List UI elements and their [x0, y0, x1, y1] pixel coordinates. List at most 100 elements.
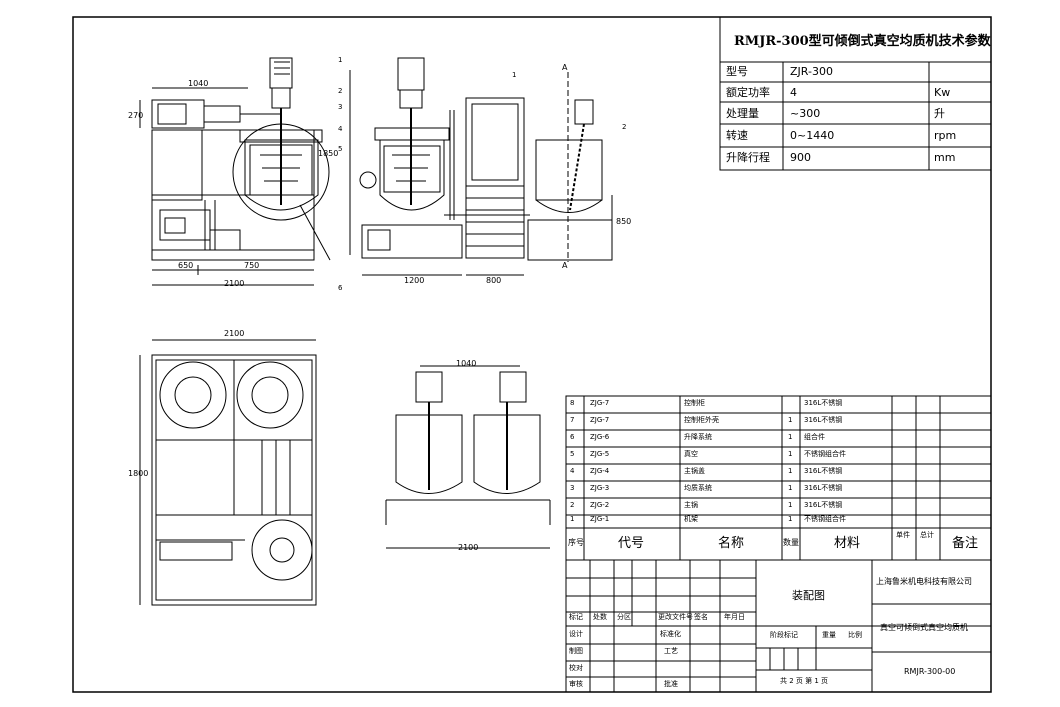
- param-unit: mm: [934, 151, 956, 164]
- bom-qty: 1: [788, 416, 793, 424]
- sign-label: 签名: [694, 613, 708, 621]
- drawing-border: [72, 16, 992, 693]
- param-name: 升降行程: [726, 151, 770, 164]
- param-name: 转速: [726, 129, 748, 142]
- bom-name: 机架: [684, 515, 698, 523]
- dimension-label: 1800: [128, 469, 149, 478]
- param-unit: rpm: [934, 129, 957, 142]
- dimension-label: 1850: [318, 149, 339, 158]
- bom-qty: 1: [788, 450, 793, 458]
- bom-table: [565, 395, 992, 561]
- bom-material: 316L不锈钢: [804, 467, 843, 475]
- mark-label: 标记: [569, 613, 583, 621]
- bom-qty: 1: [788, 501, 793, 509]
- section-marker: A: [562, 261, 568, 270]
- param-unit: Kw: [934, 86, 951, 99]
- scale-label: 比例: [848, 631, 862, 639]
- bom-code: ZJG-1: [590, 515, 610, 523]
- section-marker: A: [562, 63, 568, 72]
- bom-name: 主锅盖: [684, 467, 705, 475]
- zone-label: 分区: [617, 613, 631, 621]
- bom-no: 3: [570, 484, 575, 492]
- param-unit: 升: [934, 107, 945, 120]
- design-label: 设计: [569, 630, 583, 638]
- bom-no: 8: [570, 399, 575, 407]
- bom-header-code: 代号: [618, 536, 645, 551]
- bom-name: 升降系统: [684, 433, 712, 441]
- approve-label: 批准: [664, 680, 678, 688]
- dimension-label: 2100: [458, 543, 479, 552]
- bom-no: 4: [570, 467, 575, 475]
- bom-header-qty: 数量: [783, 538, 799, 547]
- change-doc-label: 更改文件号: [658, 613, 693, 621]
- dimension-label: 650: [178, 261, 194, 270]
- drawing-number: RMJR-300-00: [904, 667, 956, 676]
- dimension-label: 750: [244, 261, 260, 270]
- param-name: 额定功率: [726, 86, 770, 99]
- bom-header-material: 材料: [834, 536, 861, 551]
- stage-marker-label: 阶段标记: [770, 631, 798, 639]
- bom-material: 316L不锈钢: [804, 399, 843, 407]
- param-value: 0~1440: [790, 129, 835, 142]
- bom-material: 不锈钢组合件: [804, 515, 846, 523]
- bom-no: 7: [570, 416, 575, 424]
- dimension-label: 1040: [456, 359, 477, 368]
- bom-no: 1: [570, 515, 575, 523]
- bom-code: ZJG-5: [590, 450, 610, 458]
- bom-no: 6: [570, 433, 575, 441]
- dimension-label: 850: [616, 217, 632, 226]
- bom-header-no: 序号: [568, 538, 584, 547]
- bom-name: 主锅: [684, 501, 698, 509]
- dimension-label: 1200: [404, 276, 425, 285]
- review-label: 审核: [569, 680, 583, 688]
- bom-code: ZJG-6: [590, 433, 610, 441]
- part-balloon: 3: [338, 103, 343, 111]
- part-balloon: 1: [338, 56, 343, 64]
- tech-params-table: [719, 16, 992, 171]
- bom-name: 均质系统: [684, 484, 712, 492]
- check-label: 校对: [569, 664, 583, 672]
- draw-label: 制图: [569, 647, 583, 655]
- bom-code: ZJG-3: [590, 484, 610, 492]
- bom-header-unit: 单件: [896, 531, 910, 539]
- front-view: [139, 57, 331, 286]
- dimension-label: 270: [128, 111, 144, 120]
- part-balloon: 1: [512, 71, 517, 79]
- param-value: ~300: [790, 107, 821, 120]
- bom-code: ZJG-2: [590, 501, 610, 509]
- date-label: 年月日: [724, 613, 745, 621]
- bom-qty: 1: [788, 467, 793, 475]
- bom-material: 组合件: [804, 433, 825, 441]
- section-view: [527, 72, 613, 262]
- twin-vessel-view: [385, 365, 551, 549]
- part-balloon: 2: [622, 123, 627, 131]
- bom-material: 不锈钢组合件: [804, 450, 846, 458]
- bom-material: 316L不锈钢: [804, 484, 843, 492]
- bom-material: 316L不锈钢: [804, 416, 843, 424]
- part-balloon: 2: [338, 87, 343, 95]
- params-title: RMJR-300型可倾倒式真空均质机技术参数: [734, 34, 991, 49]
- assembly-label: 装配图: [792, 589, 825, 602]
- bom-name: 控制柜: [684, 399, 705, 407]
- sheet-count: 共 2 页 第 1 页: [780, 677, 829, 685]
- bom-material: 316L不锈钢: [804, 501, 843, 509]
- bom-header-remark: 备注: [952, 536, 979, 551]
- param-name: 型号: [726, 65, 748, 78]
- param-value: ZJR-300: [790, 65, 833, 78]
- bom-code: ZJG-4: [590, 467, 610, 475]
- top-view: [139, 339, 317, 606]
- process-label: 工艺: [664, 647, 678, 655]
- part-balloon: 5: [338, 145, 343, 153]
- bom-no: 2: [570, 501, 575, 509]
- param-value: 4: [790, 86, 797, 99]
- bom-code: ZJG-7: [590, 416, 610, 424]
- title-block: [565, 559, 992, 693]
- company-name: 上海鲁米机电科技有限公司: [876, 577, 972, 586]
- bom-code: ZJG-7: [590, 399, 610, 407]
- weight-label: 重量: [822, 631, 836, 639]
- side-view: [349, 57, 530, 276]
- bom-qty: 1: [788, 515, 793, 523]
- part-balloon: 6: [338, 284, 343, 292]
- dimension-label: 800: [486, 276, 502, 285]
